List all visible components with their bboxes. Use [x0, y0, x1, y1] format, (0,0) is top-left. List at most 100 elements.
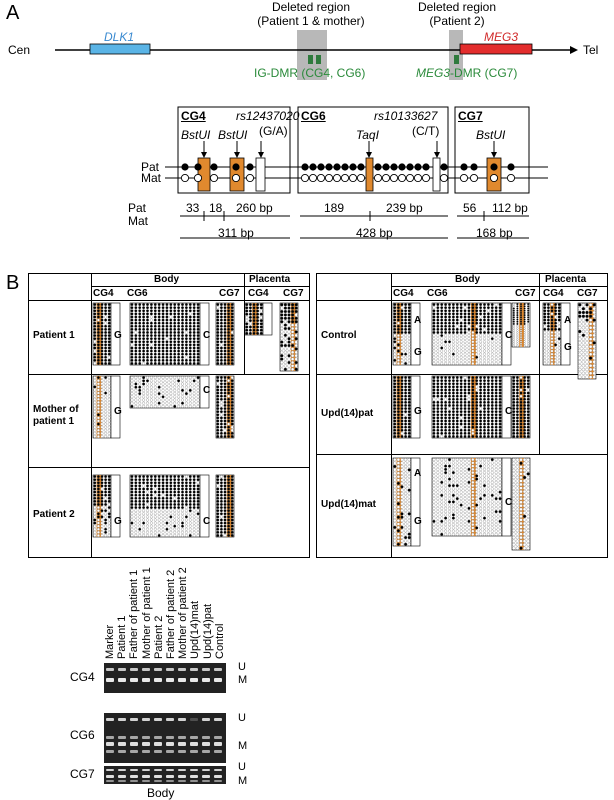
gel-band [154, 775, 162, 778]
p2-cg4 [92, 474, 121, 538]
allele-c: C [203, 330, 210, 341]
deleted-region-2-label: Deleted region (Patient 2) [417, 0, 497, 28]
allele-g: G [414, 516, 422, 527]
unmethylated-cpg [381, 173, 391, 183]
gel-band [130, 718, 138, 721]
gel-band [202, 775, 210, 778]
right-sub-cg7-pl: CG7 [577, 288, 598, 299]
unmethylated-cpg [245, 173, 255, 183]
right-sub-cg4-pl: CG4 [543, 288, 564, 299]
methylated-cpg [194, 163, 202, 171]
right-placenta-header: Placenta [545, 274, 587, 285]
gel-band [166, 775, 174, 778]
gel-band [178, 678, 186, 682]
gel-band [190, 742, 198, 746]
unmethylated-cpg [308, 173, 318, 183]
gel-band [118, 718, 126, 721]
gel-band [202, 769, 210, 771]
unmethylated-cpg [405, 173, 415, 183]
cg4-title: CG4 [181, 109, 206, 123]
methylated-cpg [210, 163, 218, 171]
frag-428: 428 bp [356, 226, 393, 240]
unmethylated-cpg [231, 173, 241, 183]
gel-band [166, 769, 174, 771]
gel-band [166, 718, 174, 721]
methylated-cpg [382, 163, 390, 171]
gel-band [118, 742, 126, 746]
methylated-cpg [390, 163, 398, 171]
gel-band [214, 780, 222, 782]
gel-band [166, 678, 174, 682]
unmethylated-cpg [348, 173, 358, 183]
gel-band [214, 718, 222, 721]
allele-c: C [505, 330, 512, 341]
gel-band [118, 736, 126, 739]
gel-band [142, 736, 150, 739]
allele-c: C [203, 516, 210, 527]
upat-cg6 [431, 375, 512, 439]
ig-dmr-label: IG-DMR (CG4, CG6) [254, 66, 366, 80]
gel-band [142, 775, 150, 778]
gel-band [178, 668, 186, 671]
gel-band [130, 736, 138, 739]
gel-band [106, 718, 114, 721]
allele-g: G [114, 516, 122, 527]
left-sub-cg6: CG6 [127, 288, 148, 299]
methylated-cpg [414, 163, 422, 171]
allele-a: A [414, 468, 421, 479]
allele-c: C [203, 385, 210, 396]
methylated-cpg [333, 163, 341, 171]
gel-band [178, 780, 186, 782]
gel-band [142, 742, 150, 746]
ctl-cg6 [431, 302, 512, 366]
row-patient-2: Patient 2 [33, 509, 75, 520]
panel-b-label: B [6, 272, 20, 294]
unmethylated-cpg [373, 173, 383, 183]
gel-band [190, 678, 198, 682]
left-sub-cg4: CG4 [93, 288, 114, 299]
gel-band [202, 736, 210, 739]
deleted-region-1-label: Deleted region (Patient 1 & mother) [257, 0, 365, 28]
gel-band [202, 742, 210, 746]
bstui-label-2: BstUI [218, 128, 248, 142]
gel-band [130, 775, 138, 778]
right-sub-cg7: CG7 [515, 288, 536, 299]
ctl-cg7 [511, 302, 531, 348]
methylated-cpg [325, 163, 333, 171]
unmethylated-cpg [300, 173, 310, 183]
unmethylated-cpg [209, 173, 219, 183]
methylated-cpg [246, 163, 254, 171]
meg3-dmr-label: MEG3-DMR (CG7) [416, 66, 518, 80]
unmethylated-cpg [193, 173, 203, 183]
methylated-cpg [470, 163, 478, 171]
methylated-cpg [374, 163, 382, 171]
gel-band [130, 668, 138, 671]
left-sub-cg7-pl: CG7 [283, 288, 304, 299]
methylated-cpg [507, 163, 515, 171]
p1-cg4 [92, 302, 121, 366]
gel-cg4-u: U [238, 661, 246, 673]
unmethylated-cpg [324, 173, 334, 183]
gel-band [154, 718, 162, 721]
m1-cg6 [129, 375, 210, 409]
gel-band [178, 718, 186, 721]
gel-band [118, 769, 126, 771]
methylated-cpg [490, 163, 498, 171]
unmethylated-cpg [316, 173, 326, 183]
unmethylated-cpg [180, 173, 190, 183]
allele-g: G [414, 406, 422, 417]
ctl-pl-cg4 [542, 302, 571, 366]
gel-band [190, 775, 198, 778]
gel-band [178, 750, 186, 753]
pat-row-label: Pat [141, 160, 160, 174]
gel-band [202, 780, 210, 782]
gel-band [166, 780, 174, 782]
snp2-alleles: (C/T) [412, 124, 440, 138]
pat-frag-label: Pat [128, 201, 147, 215]
methylated-cpg [406, 163, 414, 171]
snp1-label: rs12437020 [236, 109, 300, 123]
panel-a-label: A [6, 2, 20, 24]
gel-band [118, 678, 126, 682]
row-upd14mat: Upd(14)mat [321, 499, 377, 510]
right-methylation-table: Body Placenta CG4 CG6 CG7 CG4 CG7 Contro… [316, 273, 608, 558]
